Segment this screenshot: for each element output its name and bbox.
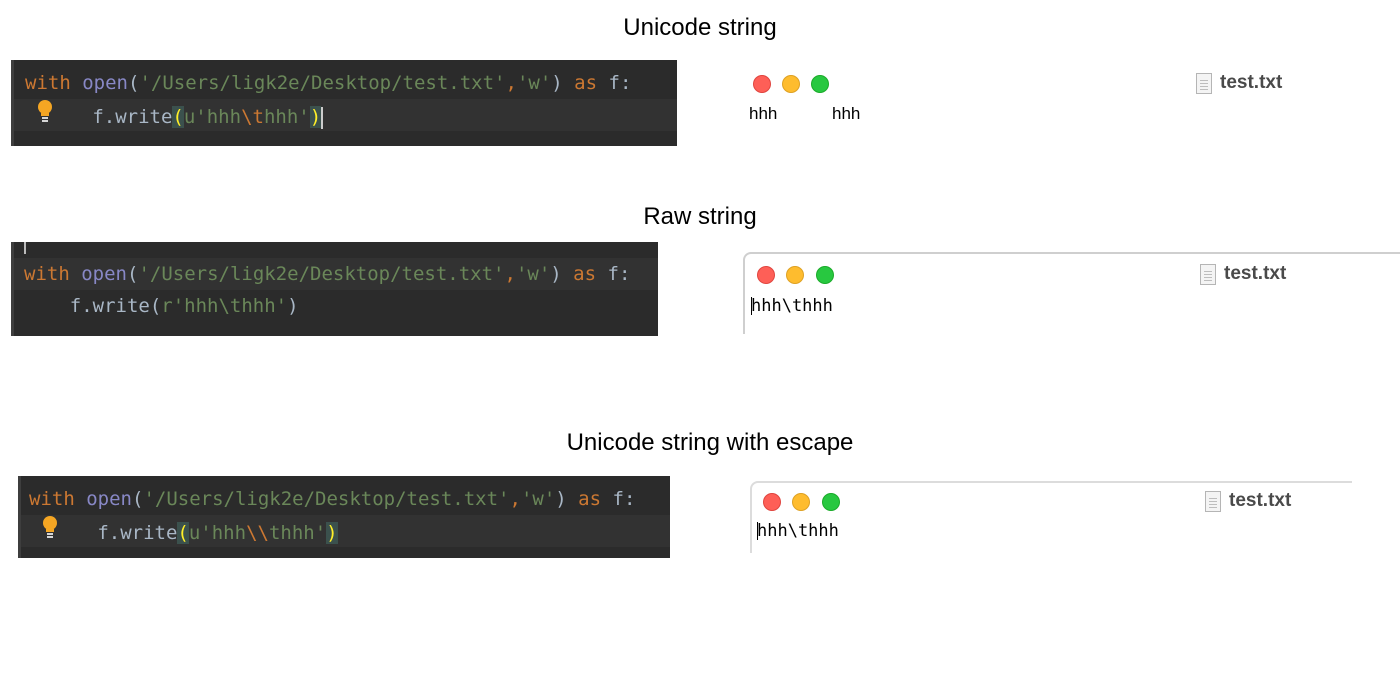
minimize-dot[interactable] <box>782 75 800 93</box>
textedit-window-1: test.txt hhh hhh <box>743 66 1343 136</box>
section-title-raw: Raw string <box>643 203 757 230</box>
window-title: test.txt <box>1196 72 1282 94</box>
code-editor-unicode[interactable]: with open('/Users/ligk2e/Desktop/test.tx… <box>11 60 677 146</box>
document-icon <box>1205 490 1221 512</box>
code-line-2: f.write(u'hhh\\thhh') <box>21 515 670 547</box>
zoom-dot[interactable] <box>822 493 840 511</box>
code-line-2: f.write(u'hhh\thhh') <box>14 99 677 131</box>
zoom-dot[interactable] <box>811 75 829 93</box>
document-icon <box>1196 72 1212 94</box>
textedit-window-2: test.txt hhh\thhh <box>743 252 1400 334</box>
close-dot[interactable] <box>763 493 781 511</box>
minimize-dot[interactable] <box>786 266 804 284</box>
textedit-window-3: test.txt hhh\thhh <box>750 481 1352 553</box>
code-line-2: f.write(r'hhh\thhh') <box>69 295 299 317</box>
section-title-escape: Unicode string with escape <box>566 429 854 456</box>
file-content: hhh\thhh <box>751 296 833 316</box>
code-editor-raw[interactable]: with open('/Users/ligk2e/Desktop/test.tx… <box>11 242 658 336</box>
section-title-unicode: Unicode string <box>623 14 777 41</box>
caret-marker <box>24 242 26 254</box>
code-line-1: with open('/Users/ligk2e/Desktop/test.tx… <box>25 72 632 94</box>
document-icon <box>1200 263 1216 285</box>
close-dot[interactable] <box>753 75 771 93</box>
zoom-dot[interactable] <box>816 266 834 284</box>
code-line-1: with open('/Users/ligk2e/Desktop/test.tx… <box>14 258 658 290</box>
window-title: test.txt <box>1205 490 1291 512</box>
code-editor-escape[interactable]: with open('/Users/ligk2e/Desktop/test.tx… <box>18 476 670 558</box>
lightbulb-icon[interactable] <box>36 99 58 133</box>
window-title: test.txt <box>1200 263 1286 285</box>
file-content-left: hhh <box>749 104 778 123</box>
minimize-dot[interactable] <box>792 493 810 511</box>
lightbulb-icon[interactable] <box>41 515 63 549</box>
file-content: hhh\thhh <box>757 521 839 541</box>
file-content-right: hhh <box>832 104 861 123</box>
code-line-1: with open('/Users/ligk2e/Desktop/test.tx… <box>29 488 636 510</box>
close-dot[interactable] <box>757 266 775 284</box>
text-cursor <box>321 106 324 129</box>
